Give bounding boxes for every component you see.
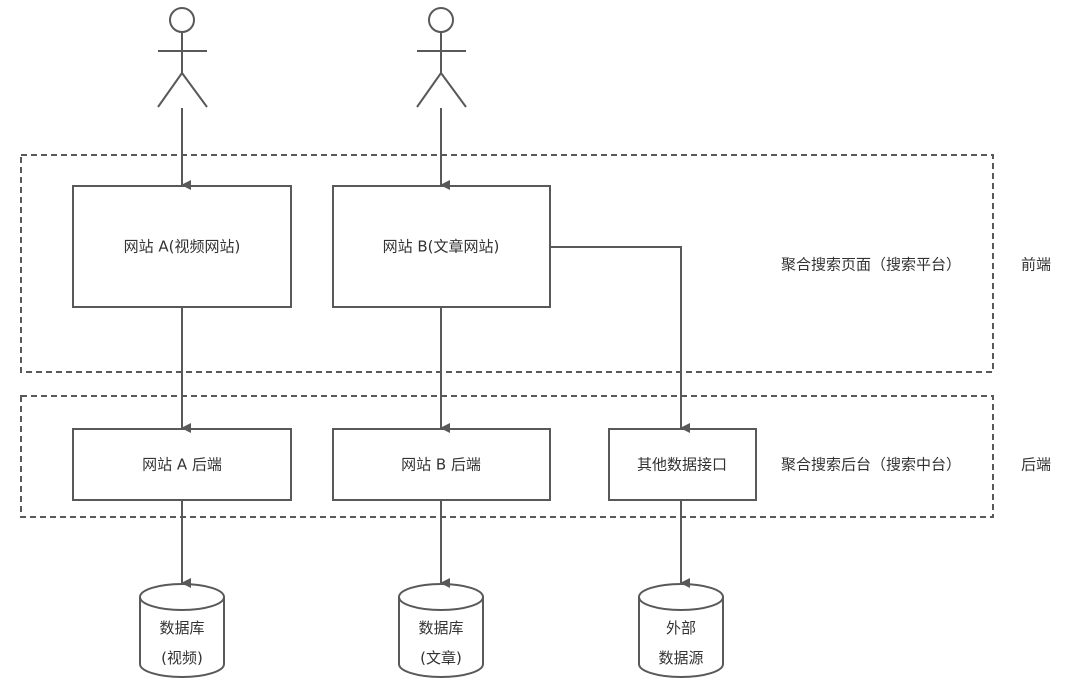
site-a-backend-label: 网站 A 后端 (142, 455, 222, 474)
db-article-line2: (文章) (420, 649, 462, 667)
site-a-label: 网站 A(视频网站) (123, 237, 241, 256)
db-article-icon (398, 583, 484, 678)
other-api-label: 其他数据接口 (636, 455, 728, 474)
db-video-line2: (视频) (161, 649, 203, 667)
db-external-icon (638, 583, 724, 678)
site-b-backend-label: 网站 B 后端 (401, 455, 481, 474)
db-video-icon (139, 583, 225, 678)
db-video-label: 数据库 (视频) (132, 613, 232, 673)
site-a-backend-box (72, 428, 292, 501)
db-article-label: 数据库 (文章) (391, 613, 491, 673)
db-external-line1: 外部 (665, 619, 696, 637)
backend-layer-tag: 后端 (1021, 455, 1052, 474)
db-external-line2: 数据源 (658, 649, 704, 667)
site-b-box (332, 185, 551, 308)
frontend-layer-container (20, 154, 994, 373)
backend-layer-container (20, 395, 994, 518)
other-api-box (608, 428, 757, 501)
db-external-label: 外部 数据源 (631, 613, 731, 673)
site-a-box (72, 185, 292, 308)
actor-user-a-icon (157, 7, 208, 108)
site-b-label: 网站 B(文章网站) (382, 237, 500, 256)
db-video-line1: 数据库 (159, 619, 205, 637)
actor-user-b-icon (416, 7, 467, 108)
edge-site-b-to-other-api (551, 246, 690, 433)
frontend-layer-title: 聚合搜索页面（搜索平台） (781, 255, 962, 274)
frontend-layer-tag: 前端 (1021, 255, 1052, 274)
db-article-line1: 数据库 (418, 619, 464, 637)
backend-layer-title: 聚合搜索后台（搜索中台） (781, 455, 962, 474)
